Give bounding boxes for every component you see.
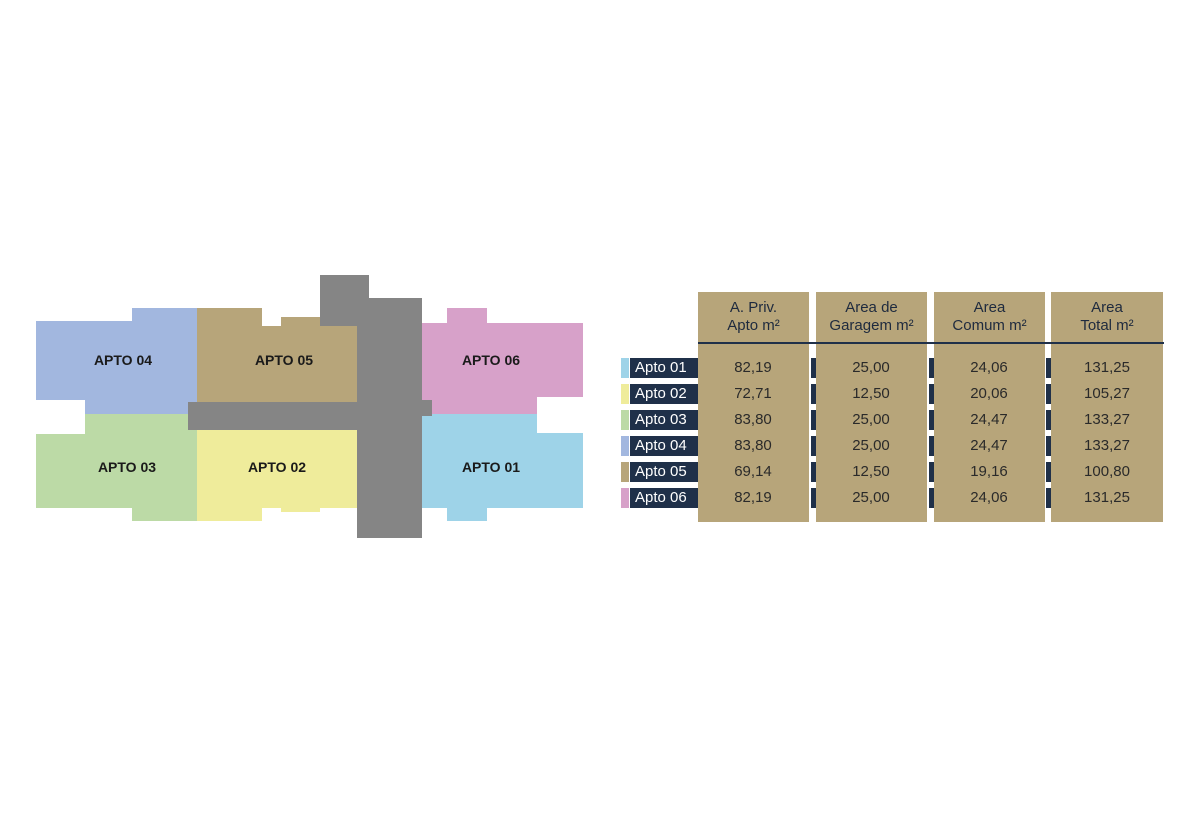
circulation-core bbox=[188, 275, 432, 538]
row-label: Apto 06 bbox=[630, 488, 698, 508]
table-cell: 131,25 bbox=[1084, 359, 1130, 376]
column-separator-mark bbox=[811, 436, 816, 456]
row-color-swatch bbox=[621, 488, 629, 508]
table-cell: 100,80 bbox=[1084, 463, 1130, 480]
row-label: Apto 05 bbox=[630, 462, 698, 482]
header-garage-area-line2: Garagem m² bbox=[829, 317, 914, 334]
row-label: Apto 01 bbox=[630, 358, 698, 378]
table-cell: 24,06 bbox=[970, 489, 1008, 506]
column-separator-mark bbox=[929, 358, 934, 378]
unit-label-apto-06: APTO 06 bbox=[462, 352, 520, 368]
row-color-swatch bbox=[621, 384, 629, 404]
unit-label-apto-02: APTO 02 bbox=[248, 459, 306, 475]
column-separator-mark bbox=[1046, 462, 1051, 482]
column-separator-mark bbox=[929, 410, 934, 430]
unit-apto-04-shape bbox=[36, 308, 197, 400]
header-private-area-line2: Apto m² bbox=[727, 317, 780, 334]
table-cell: 20,06 bbox=[970, 385, 1008, 402]
row-color-swatch bbox=[621, 410, 629, 430]
header-total-area-line1: Area bbox=[1091, 299, 1123, 316]
header-common-area-line2: Comum m² bbox=[952, 317, 1027, 334]
table-cell: 12,50 bbox=[852, 385, 890, 402]
unit-apto-06-shape bbox=[422, 308, 583, 414]
table-cell: 69,14 bbox=[734, 463, 772, 480]
table-cell: 82,19 bbox=[734, 359, 772, 376]
column-private-area bbox=[698, 344, 809, 522]
column-separator-mark bbox=[929, 436, 934, 456]
unit-label-apto-01: APTO 01 bbox=[462, 459, 520, 475]
table-cell: 133,27 bbox=[1084, 437, 1130, 454]
column-separator-mark bbox=[811, 462, 816, 482]
table-cell: 131,25 bbox=[1084, 489, 1130, 506]
header-common-area-line1: Area bbox=[973, 299, 1006, 316]
unit-apto-01-shape bbox=[422, 414, 583, 521]
table-cell: 19,16 bbox=[970, 463, 1008, 480]
header-private-area-line1: A. Priv. bbox=[729, 299, 778, 316]
table-cell: 12,50 bbox=[852, 463, 890, 480]
table-cell: 25,00 bbox=[852, 437, 890, 454]
column-separator-mark bbox=[929, 488, 934, 508]
header-common-area: Area Comum m² bbox=[934, 292, 1045, 342]
header-garage-area-line1: Area de bbox=[845, 299, 898, 316]
column-separator-mark bbox=[1046, 410, 1051, 430]
table-cell: 105,27 bbox=[1084, 385, 1130, 402]
column-total-area bbox=[1051, 344, 1163, 522]
header-garage-area: Area de Garagem m² bbox=[816, 292, 927, 342]
unit-label-apto-04: APTO 04 bbox=[94, 352, 152, 368]
column-separator-mark bbox=[1046, 384, 1051, 404]
row-color-swatch bbox=[621, 358, 629, 378]
table-cell: 72,71 bbox=[734, 385, 772, 402]
column-separator-mark bbox=[929, 384, 934, 404]
column-separator-mark bbox=[929, 462, 934, 482]
table-cell: 133,27 bbox=[1084, 411, 1130, 428]
table-cell: 24,47 bbox=[970, 437, 1008, 454]
table-cell: 24,06 bbox=[970, 359, 1008, 376]
table-cell: 83,80 bbox=[734, 411, 772, 428]
unit-apto-03-shape bbox=[36, 414, 197, 521]
column-separator-mark bbox=[811, 410, 816, 430]
column-separator-mark bbox=[811, 488, 816, 508]
unit-label-apto-03: APTO 03 bbox=[98, 459, 156, 475]
header-divider bbox=[698, 342, 1164, 344]
row-label: Apto 04 bbox=[630, 436, 698, 456]
column-garage-area bbox=[816, 344, 927, 522]
header-total-area: Area Total m² bbox=[1051, 292, 1163, 342]
table-cell: 25,00 bbox=[852, 411, 890, 428]
header-total-area-line2: Total m² bbox=[1080, 317, 1134, 334]
row-label: Apto 03 bbox=[630, 410, 698, 430]
unit-label-apto-05: APTO 05 bbox=[255, 352, 313, 368]
row-color-swatch bbox=[621, 436, 629, 456]
unit-apto-05-shape bbox=[197, 308, 357, 402]
column-separator-mark bbox=[1046, 436, 1051, 456]
table-cell: 25,00 bbox=[852, 359, 890, 376]
column-separator-mark bbox=[1046, 488, 1051, 508]
table-cell: 25,00 bbox=[852, 489, 890, 506]
header-private-area: A. Priv. Apto m² bbox=[698, 292, 809, 342]
unit-apto-04-extension bbox=[85, 400, 197, 416]
row-color-swatch bbox=[621, 462, 629, 482]
column-separator-mark bbox=[811, 384, 816, 404]
column-common-area bbox=[934, 344, 1045, 522]
table-cell: 83,80 bbox=[734, 437, 772, 454]
table-cell: 82,19 bbox=[734, 489, 772, 506]
column-separator-mark bbox=[1046, 358, 1051, 378]
unit-apto-02-shape bbox=[197, 430, 357, 521]
column-separator-mark bbox=[811, 358, 816, 378]
table-cell: 24,47 bbox=[970, 411, 1008, 428]
row-label: Apto 02 bbox=[630, 384, 698, 404]
